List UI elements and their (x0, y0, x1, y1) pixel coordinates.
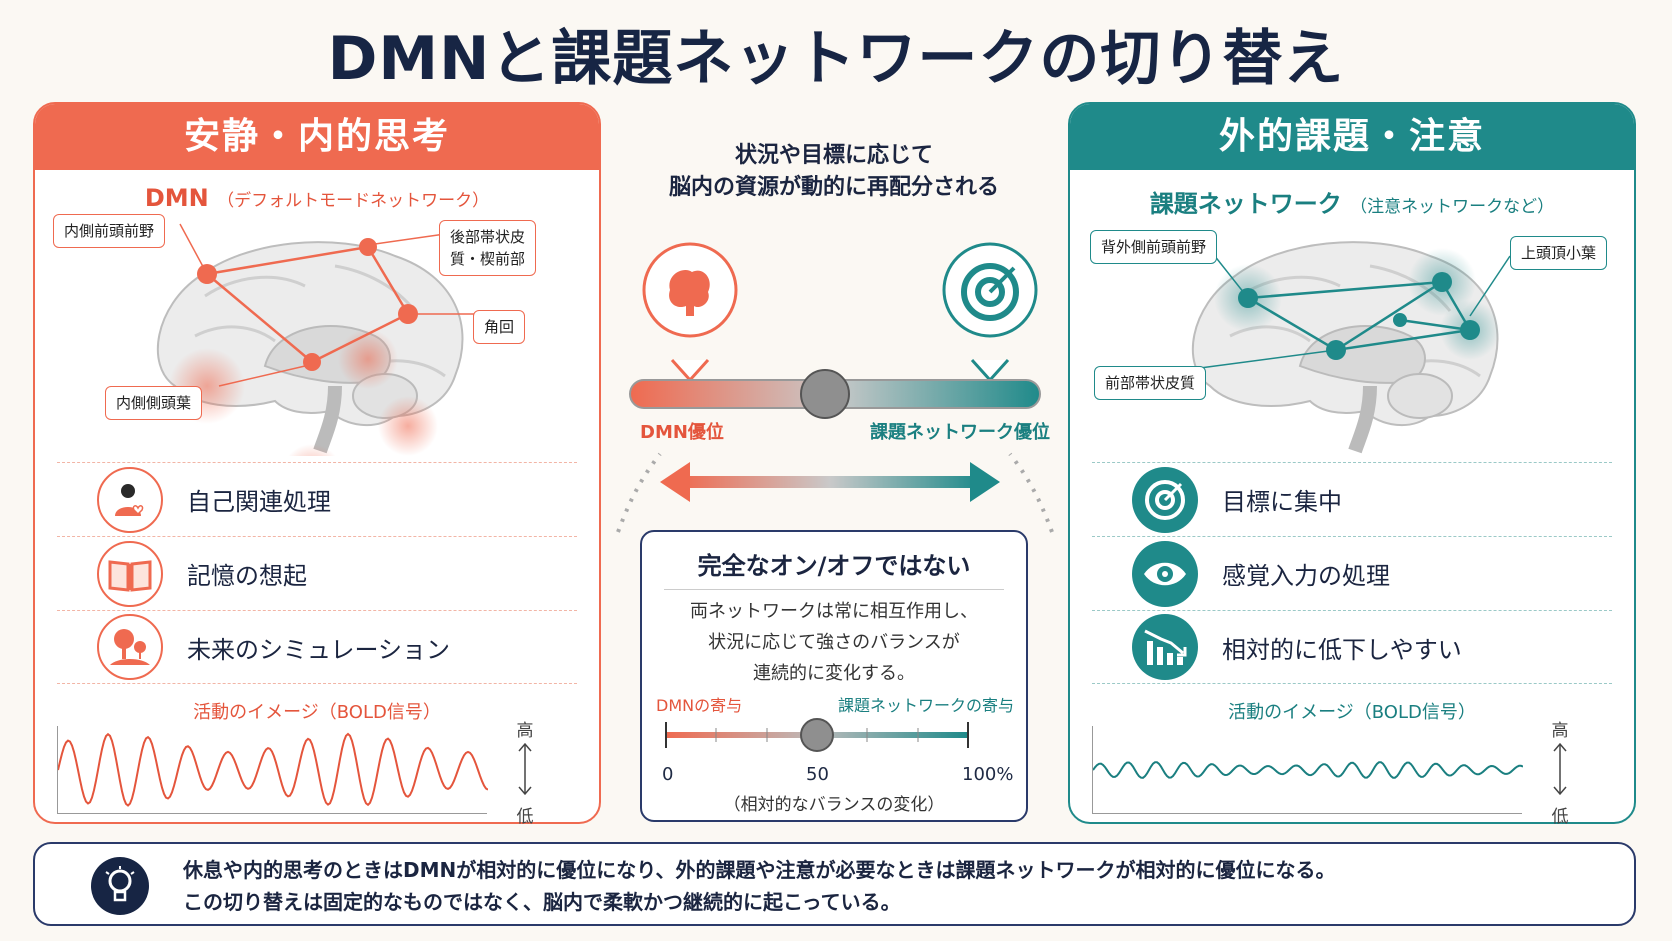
scale-low-label: 低 (1551, 807, 1569, 827)
task-subtitle-note: （注意ネットワークなど） (1350, 197, 1555, 217)
target-pin-icon (942, 242, 1038, 383)
region-label-mtl: 内側側頭葉 (105, 386, 203, 420)
scale-high-label: 高 (516, 721, 534, 741)
box-text: 両ネットワークは常に相互作用し、 状況に応じて強さのバランスが 連続的に変化する… (642, 596, 1026, 689)
brain-pin-icon (642, 242, 738, 383)
dmn-bold-wave-plot (57, 726, 489, 814)
summary-text: 休息や内的思考のときはDMNが相対的に優位になり、外的課題や注意が必要なときは課… (183, 854, 1335, 918)
declining-chart-icon (1132, 614, 1198, 680)
box-text-line: 状況に応じて強さのバランスが (708, 632, 960, 653)
task-panel-header: 外的課題・注意 (1070, 104, 1634, 170)
box-divider (664, 589, 1004, 590)
dmn-panel: 安静・内的思考 DMN （デフォルトモードネットワーク） 内側前頭前野 後部帯状… (33, 102, 601, 827)
region-label-angular: 角回 (473, 310, 526, 344)
summary-line-2: この切り替えは固定的なものではなく、脳内で柔軟かつ継続的に起こっている。 (183, 890, 901, 914)
center-line-2: 脳内の資源が動的に再配分される (668, 175, 999, 200)
summary-footer: 休息や内的思考のときはDMNが相対的に優位になり、外的課題や注意が必要なときは課… (33, 842, 1636, 926)
task-activity-scale: 高 低 (1540, 716, 1580, 827)
region-label-mpfc: 内側前頭前野 (53, 214, 166, 248)
region-label-pcc-line1: 後部帯状皮 (450, 228, 526, 246)
dmn-activity-scale: 高 低 (505, 716, 545, 827)
tick-0: 0 (662, 764, 674, 785)
region-label-pcc-line2: 質・楔前部 (450, 250, 526, 268)
center-line-1: 状況や目標に応じて (734, 143, 933, 168)
list-item: 記憶の想起 (57, 536, 577, 610)
list-item: 感覚入力の処理 (1092, 536, 1612, 610)
list-item: 相対的に低下しやすい (1092, 610, 1612, 684)
task-contribution-label: 課題ネットワークの寄与 (837, 696, 1014, 715)
book-icon (97, 540, 163, 607)
up-down-arrow-icon (518, 742, 532, 796)
balance-slider-graphic (616, 242, 1054, 533)
task-subtitle: 課題ネットワーク （注意ネットワークなど） (1070, 184, 1634, 219)
task-subtitle-main: 課題ネットワーク (1149, 190, 1342, 218)
scale-low-label: 低 (516, 807, 534, 827)
task-item-label: 目標に集中 (1222, 488, 1342, 516)
list-item: 自己関連処理 (57, 462, 577, 536)
tick-100: 100% (962, 764, 1014, 785)
dmn-subtitle: DMN （デフォルトモードネットワーク） (35, 184, 599, 212)
task-activity-label: 活動のイメージ（BOLD信号） (1228, 702, 1476, 723)
tick-50: 50 (806, 764, 829, 785)
region-label-spl: 上頭頂小葉 (1510, 236, 1608, 270)
self-heart-icon (97, 466, 163, 533)
list-item: 目標に集中 (1092, 462, 1612, 536)
dmn-item-list: 自己関連処理 記憶の想起 未来のシミュレーション (57, 462, 577, 684)
eye-icon (1132, 540, 1198, 607)
box-title: 完全なオン/オフではない (697, 552, 971, 580)
target-icon (1132, 466, 1198, 533)
up-down-arrow-icon (1553, 742, 1567, 796)
scale-high-label: 高 (1551, 721, 1569, 741)
task-item-label: 相対的に低下しやすい (1222, 635, 1462, 664)
box-text-line: 両ネットワークは常に相互作用し、 (690, 601, 978, 622)
not-binary-box: 完全なオン/オフではない 両ネットワークは常に相互作用し、 状況に応じて強さのバ… (640, 530, 1028, 822)
summary-line-1: 休息や内的思考のときはDMNが相対的に優位になり、外的課題や注意が必要なときは課… (183, 858, 1336, 882)
region-label-acc: 前部帯状皮質 (1094, 366, 1207, 400)
task-item-label: 感覚入力の処理 (1222, 562, 1390, 590)
dmn-item-label: 記憶の想起 (187, 562, 307, 590)
dmn-brain-illustration (156, 223, 475, 456)
dmn-subtitle-main: DMN (144, 184, 209, 212)
box-text-line: 連続的に変化する。 (753, 663, 915, 684)
dmn-dominant-label: DMN優位 (640, 422, 724, 443)
page-title: DMNと課題ネットワークの切り替え (327, 24, 1345, 94)
contribution-scale (665, 718, 969, 752)
center-section: 状況や目標に応じて 脳内の資源が動的に再配分される (608, 140, 1060, 204)
task-brain-illustration (1191, 241, 1511, 454)
task-dominant-label: 課題ネットワーク優位 (870, 422, 1050, 443)
dmn-contribution-label: DMNの寄与 (656, 696, 743, 715)
lightbulb-icon (91, 857, 149, 915)
region-label-dlpfc: 背外側前頭前野 (1090, 230, 1218, 264)
double-arrow-icon (660, 462, 1000, 502)
list-item: 未来のシミュレーション (57, 610, 577, 684)
dmn-item-label: 自己関連処理 (187, 488, 331, 516)
dmn-subtitle-note: （デフォルトモードネットワーク） (217, 191, 490, 211)
task-item-list: 目標に集中 感覚入力の処理 相対的に低下しやすい (1092, 462, 1612, 684)
dmn-item-label: 未来のシミュレーション (187, 635, 451, 664)
slider-knob (800, 718, 834, 752)
dmn-activity-label: 活動のイメージ（BOLD信号） (193, 702, 441, 723)
region-label-pcc: 後部帯状皮質・楔前部 (439, 220, 537, 276)
task-network-panel: 外的課題・注意 課題ネットワーク （注意ネットワークなど） 背外側前頭前野 上頭… (1068, 102, 1636, 827)
dmn-panel-header: 安静・内的思考 (35, 104, 599, 170)
balance-caption: （相対的なバランスの変化） (723, 795, 945, 815)
task-bold-wave-plot (1092, 726, 1524, 814)
tree-icon (97, 614, 163, 680)
